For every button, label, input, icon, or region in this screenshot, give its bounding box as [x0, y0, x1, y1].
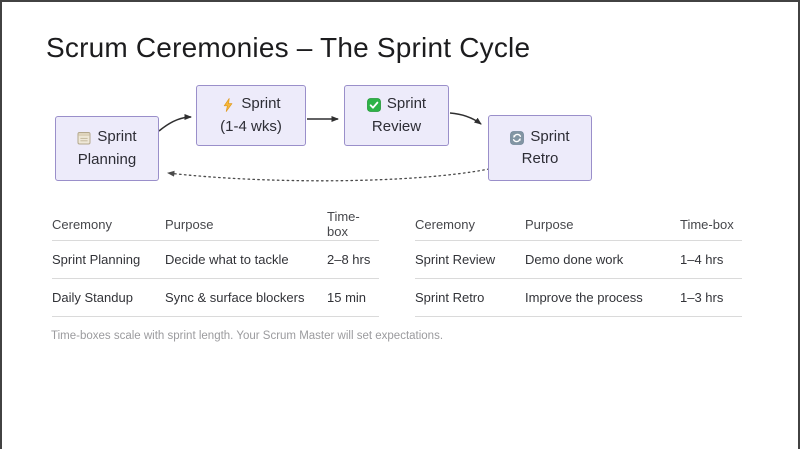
ceremony-table-left: Ceremony Purpose Time-box Sprint Plannin… — [52, 208, 379, 317]
column-header: Ceremony — [415, 216, 475, 232]
table-rule — [52, 278, 379, 279]
page-title: Scrum Ceremonies – The Sprint Cycle — [46, 32, 531, 63]
table-header-row: Ceremony Purpose Time-box — [415, 208, 742, 240]
cell-timebox: 2–8 hrs — [327, 252, 371, 267]
table-header-row: Ceremony Purpose Time-box — [52, 208, 379, 240]
node-sprint-retro: Sprint Retro — [488, 115, 592, 181]
cell-timebox: 1–4 hrs — [680, 252, 724, 267]
table-rule — [415, 278, 742, 279]
column-header: Purpose — [525, 216, 574, 232]
table-rule — [415, 316, 742, 317]
cell-ceremony: Sprint Planning — [52, 252, 141, 267]
node-label-line1: Sprint — [97, 128, 137, 145]
table-rule — [415, 240, 742, 241]
cell-purpose: Decide what to tackle — [165, 252, 289, 267]
table-row: Sprint Planning Decide what to tackle 2–… — [52, 241, 379, 278]
check-icon — [367, 97, 381, 113]
node-label-line1: Sprint — [241, 95, 281, 112]
cell-timebox: 1–3 hrs — [680, 290, 724, 305]
table-rule — [52, 240, 379, 241]
node-label-line2: (1-4 wks) — [220, 117, 282, 135]
cell-purpose: Demo done work — [525, 252, 624, 267]
arrow-review-to-retro — [449, 112, 482, 125]
cell-purpose: Sync & surface blockers — [165, 290, 305, 305]
cell-timebox: 15 min — [327, 290, 367, 305]
footnote: Time-boxes scale with sprint length. You… — [51, 330, 444, 342]
table-row: Sprint Review Demo done work 1–4 hrs — [415, 241, 742, 278]
lightning-icon — [221, 97, 235, 113]
cell-ceremony: Daily Standup — [52, 290, 133, 305]
arrow-planning-to-sprint — [158, 114, 192, 132]
node-label-line1: Sprint — [530, 127, 570, 145]
column-header: Purpose — [165, 216, 214, 232]
node-label-line2: Review — [371, 117, 422, 135]
cell-ceremony: Sprint Review — [415, 252, 496, 267]
node-label-line1: Sprint — [386, 95, 427, 112]
arrow-retro-to-planning-dotted — [167, 168, 490, 182]
node-label-line2: Retro — [521, 150, 559, 167]
table-rule — [52, 316, 379, 317]
node-sprint-planning: Sprint Planning — [55, 116, 159, 181]
table-row: Daily Standup Sync & surface blockers 15… — [52, 279, 379, 316]
cell-purpose: Improve the process — [525, 290, 643, 305]
ceremony-table-right: Ceremony Purpose Time-box Sprint Review … — [415, 208, 742, 317]
node-sprint: Sprint (1-4 wks) — [196, 85, 306, 146]
column-header: Time-box — [327, 209, 360, 239]
column-header: Ceremony — [52, 216, 112, 232]
table-row: Sprint Retro Improve the process 1–3 hrs — [415, 279, 742, 316]
column-header: Time-box — [680, 216, 734, 232]
node-sprint-review: Sprint Review — [344, 85, 449, 146]
cell-ceremony: Sprint Retro — [415, 290, 485, 305]
notepad-icon — [77, 130, 91, 145]
refresh-icon — [510, 130, 525, 145]
node-label-line2: Planning — [77, 150, 137, 168]
